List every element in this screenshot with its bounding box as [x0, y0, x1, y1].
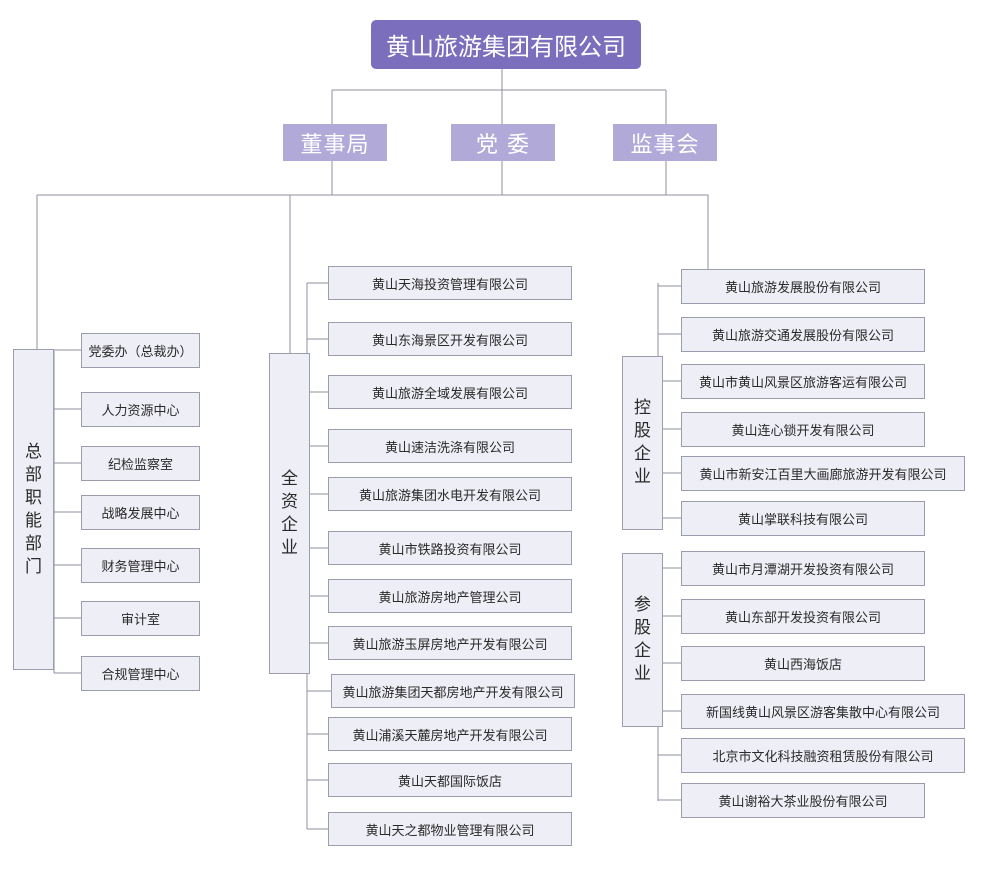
governance-board: 董事局 — [283, 124, 387, 161]
department-item: 审计室 — [81, 601, 200, 636]
holding-item: 黄山市黄山风景区旅游客运有限公司 — [681, 364, 925, 399]
holding-item: 黄山市新安江百里大画廊旅游开发有限公司 — [681, 456, 965, 491]
wholly-owned-item: 黄山市铁路投资有限公司 — [328, 531, 572, 565]
wholly-owned-item: 黄山旅游玉屏房地产开发有限公司 — [328, 626, 572, 660]
holding-item: 黄山掌联科技有限公司 — [681, 501, 925, 536]
wholly-owned-item: 黄山旅游集团水电开发有限公司 — [328, 477, 572, 511]
participating-item: 黄山东部开发投资有限公司 — [681, 599, 925, 634]
holding-item: 黄山连心锁开发有限公司 — [681, 412, 925, 447]
wholly-owned-item: 黄山天海投资管理有限公司 — [328, 266, 572, 300]
participating-item: 北京市文化科技融资租赁股份有限公司 — [681, 738, 965, 773]
wholly-owned-item: 黄山旅游集团天都房地产开发有限公司 — [331, 674, 575, 708]
wholly-owned-item: 黄山天都国际饭店 — [328, 763, 572, 797]
department-item: 人力资源中心 — [81, 392, 200, 427]
wholly-owned-item: 黄山天之都物业管理有限公司 — [328, 812, 572, 846]
wholly-owned-item: 黄山东海景区开发有限公司 — [328, 322, 572, 356]
participating-item: 黄山西海饭店 — [681, 646, 925, 681]
participating-item: 黄山谢裕大茶业股份有限公司 — [681, 783, 925, 818]
wholly-owned-item: 黄山浦溪天麓房地产开发有限公司 — [328, 717, 572, 751]
participating-label: 参股企业 — [622, 553, 663, 727]
holding-item: 黄山旅游发展股份有限公司 — [681, 269, 925, 304]
governance-supervisory-board: 监事会 — [613, 124, 717, 161]
wholly-owned-label: 全资企业 — [269, 353, 310, 674]
wholly-owned-item: 黄山旅游房地产管理公司 — [328, 579, 572, 613]
governance-party-committee: 党 委 — [451, 124, 555, 161]
wholly-owned-item: 黄山旅游全域发展有限公司 — [328, 375, 572, 409]
department-item: 战略发展中心 — [81, 495, 200, 530]
department-item: 合规管理中心 — [81, 656, 200, 691]
root-node: 黄山旅游集团有限公司 — [371, 20, 641, 69]
wholly-owned-item: 黄山速洁洗涤有限公司 — [328, 429, 572, 463]
holding-item: 黄山旅游交通发展股份有限公司 — [681, 317, 925, 352]
participating-item: 黄山市月潭湖开发投资有限公司 — [681, 551, 925, 586]
holding-label: 控股企业 — [622, 356, 663, 530]
department-item: 党委办（总裁办） — [81, 333, 200, 368]
department-item: 纪检监察室 — [81, 446, 200, 481]
participating-item: 新国线黄山风景区游客集散中心有限公司 — [681, 694, 965, 729]
department-item: 财务管理中心 — [81, 548, 200, 583]
departments-label: 总部职能部门 — [13, 349, 54, 670]
